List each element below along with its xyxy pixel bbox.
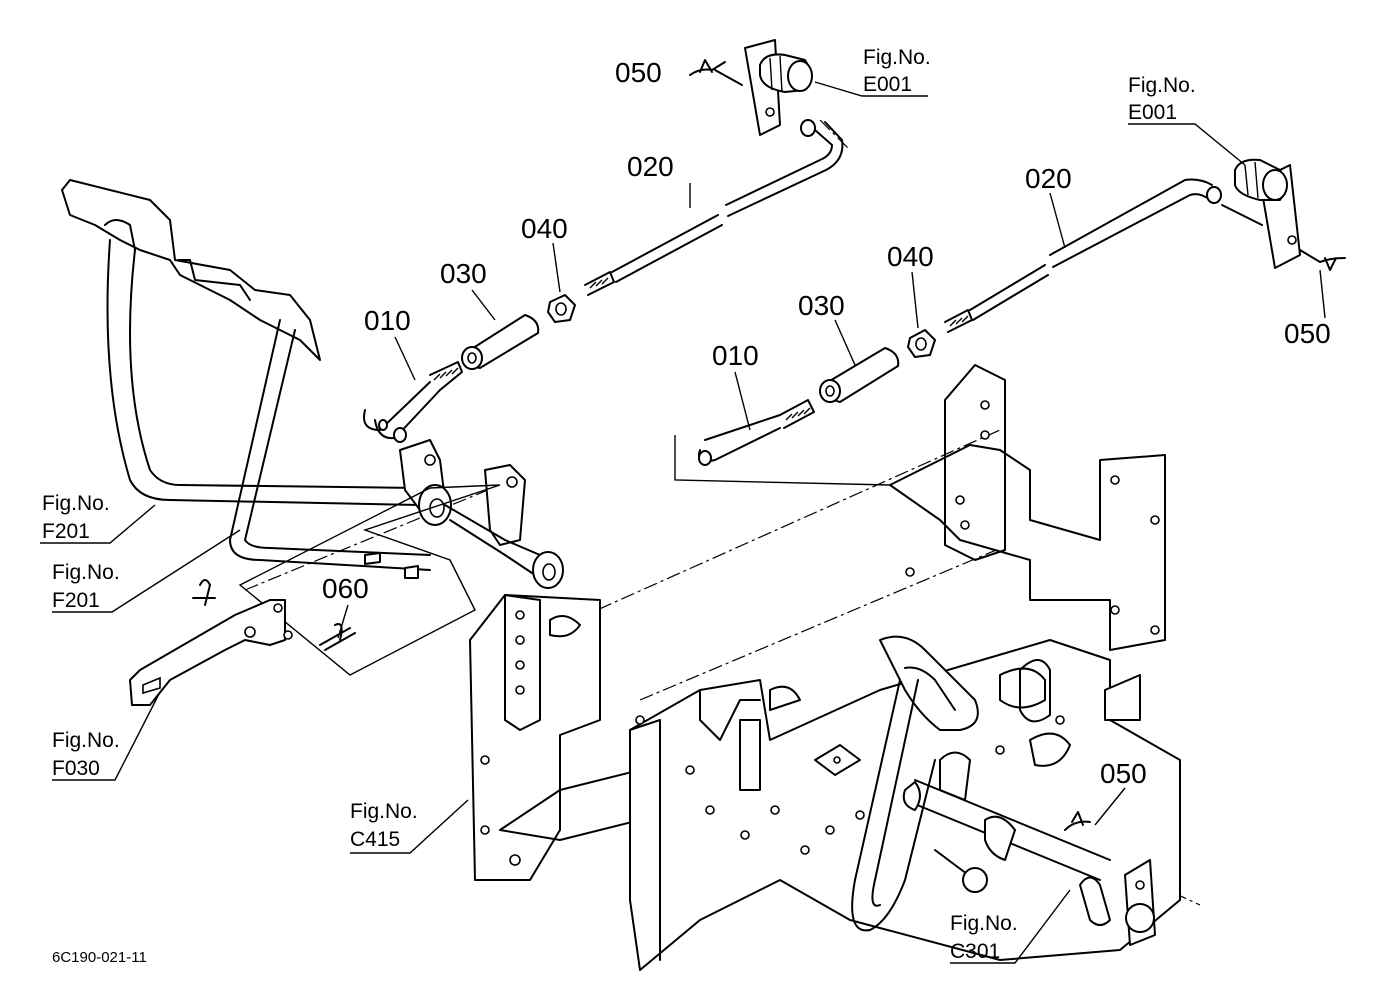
fig-ref-e001-top-line1: Fig.No. [863,46,931,69]
figure-reference-labels: Fig.No. E001 Fig.No. E001 Fig.No. F201 F… [42,46,1196,963]
fig-ref-e001-top-line2: E001 [863,73,912,96]
frame-assembly [244,119,1201,971]
fig-ref-f030-line1: Fig.No. [52,729,120,752]
fig-ref-c301-line1: Fig.No. [950,912,1018,935]
fig-ref-e001-right-line2: E001 [1128,101,1177,124]
label-030-left: 030 [440,258,487,289]
drawing-code: 6C190-021-11 [52,949,147,966]
switch-e001-right [1221,158,1301,269]
left-pedal-assembly [61,179,564,676]
fig-ref-e001-right-line1: Fig.No. [1128,74,1196,97]
label-010-right: 010 [712,340,759,371]
label-020-left: 020 [627,151,674,182]
clip-050-top [689,59,743,86]
label-020-right: 020 [1025,163,1072,194]
fig-ref-c415-line1: Fig.No. [350,800,418,823]
label-030-right: 030 [798,290,845,321]
label-010-left: 010 [364,305,411,336]
label-050-top: 050 [615,57,662,88]
right-rod-assembly [674,178,1222,486]
clip-050-bottom [1064,811,1091,831]
pin-060 [319,623,356,651]
fig-ref-f201-b-line1: Fig.No. [52,561,120,584]
label-040-right: 040 [887,241,934,272]
fig-ref-c415-line2: C415 [350,828,400,851]
label-040-left: 040 [521,213,568,244]
fig-ref-f201-a-line1: Fig.No. [42,492,110,515]
part-number-labels: 050 020 040 030 010 020 040 030 010 050 … [322,57,1331,789]
left-rod-assembly [363,119,844,443]
leader-lines [40,81,1326,964]
fig-ref-f201-b-line2: F201 [52,589,100,612]
link-plate-f030 [129,579,293,706]
switch-e001-top [744,39,813,136]
fig-ref-c301-line2: C301 [950,940,1000,963]
fig-ref-f201-a-line2: F201 [42,520,90,543]
clip-050-right [1299,249,1346,271]
label-060: 060 [322,573,369,604]
fig-ref-f030-line2: F030 [52,757,100,780]
label-050-bottom: 050 [1100,758,1147,789]
label-050-right: 050 [1284,318,1331,349]
